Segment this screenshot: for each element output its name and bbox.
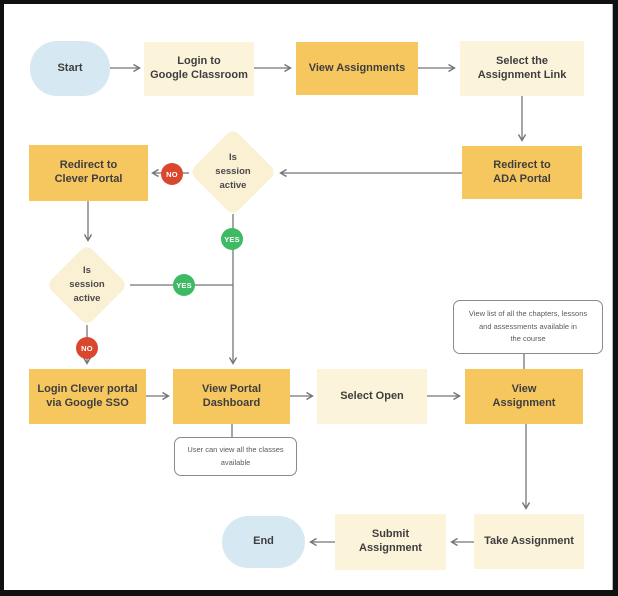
process-take-assignment: Take Assignment bbox=[474, 514, 584, 569]
process-login-google-classroom: Login to Google Classroom bbox=[144, 42, 254, 96]
end-terminator: End bbox=[222, 516, 305, 568]
decision-session-active-2-label: Is session active bbox=[69, 265, 105, 304]
process-view-assignments: View Assignments bbox=[296, 42, 418, 95]
badge-yes-2: YES bbox=[173, 274, 195, 296]
badge-no-2: NO bbox=[76, 337, 98, 359]
note-chapters-lessons: View list of all the chapters, lessons a… bbox=[453, 300, 603, 354]
process-redirect-clever-portal: Redirect to Clever Portal bbox=[29, 145, 148, 201]
process-redirect-ada-portal: Redirect to ADA Portal bbox=[462, 146, 582, 199]
process-view-portal-dashboard: View Portal Dashboard bbox=[173, 369, 290, 424]
process-select-assignment-link: Select the Assignment Link bbox=[460, 41, 584, 96]
note-classes-available: User can view all the classes available bbox=[174, 437, 297, 476]
badge-yes-1: YES bbox=[221, 228, 243, 250]
decision-session-active-1-label: Is session active bbox=[215, 152, 251, 191]
process-view-assignment: View Assignment bbox=[465, 369, 583, 424]
process-login-clever-sso: Login Clever portal via Google SSO bbox=[29, 369, 146, 424]
start-terminator: Start bbox=[30, 41, 110, 96]
process-submit-assignment: Submit Assignment bbox=[335, 514, 446, 570]
badge-no-1: NO bbox=[161, 163, 183, 185]
process-select-open: Select Open bbox=[317, 369, 427, 424]
